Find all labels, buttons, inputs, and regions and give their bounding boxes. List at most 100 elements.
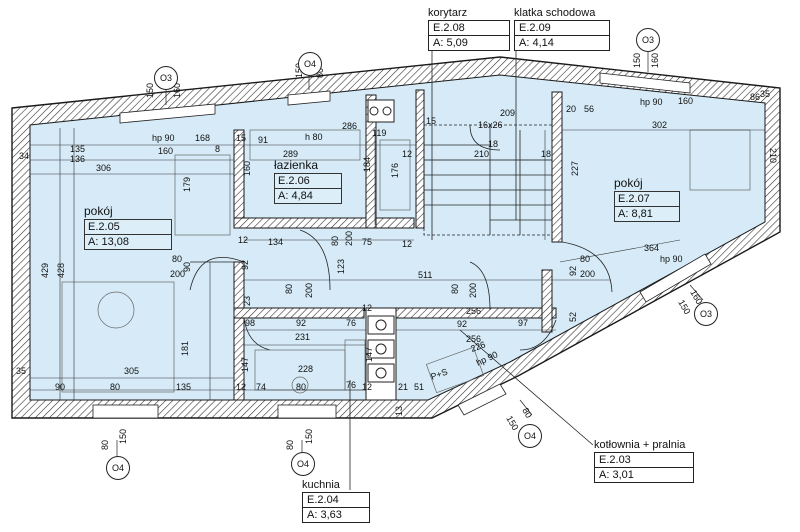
dim-label: 86 [750, 92, 760, 102]
dim-label: 150 [504, 414, 520, 432]
stairs [423, 124, 553, 236]
dim-label: 12 [362, 382, 372, 392]
dim-label: 12 [362, 303, 372, 313]
dim-label: 15 [236, 133, 246, 143]
dim-label: 23 [242, 296, 252, 306]
dim-label: 18 [541, 149, 551, 159]
dimension-lines [30, 128, 765, 400]
dim-label: 20 [566, 104, 576, 114]
dim-label: 147 [240, 357, 250, 372]
dim-label: 76 [346, 318, 356, 328]
room-name: kuchnia [302, 479, 340, 491]
dim-label: 98 [245, 318, 255, 328]
callout-kotlownia-pralnia: kotłownia + pralnia E.2.03 A: 3,01 [594, 438, 694, 483]
dim-label: 511 [418, 270, 432, 280]
callout-klatka-schodowa: klatka schodowa E.2.09 A: 4,14 [514, 6, 610, 51]
dim-label: 97 [518, 318, 528, 328]
dim-label: 286 [342, 121, 357, 131]
dim-label: 256 [466, 306, 481, 316]
dim-label: 80 [315, 68, 325, 78]
room-area: A: 13,08 [84, 235, 172, 250]
chimney-flues [367, 99, 395, 383]
window-tag-o3: O3 [636, 28, 660, 52]
dim-label: 12 [238, 235, 248, 245]
dim-label: 119 [372, 128, 386, 138]
dim-label: 90 [55, 382, 65, 392]
dim-label: 150 [145, 83, 155, 98]
dim-label: 123 [336, 259, 346, 274]
room-interior [29, 74, 766, 401]
dim-label: 134 [268, 237, 283, 247]
room-area: A: 3,63 [302, 508, 370, 523]
window-tag-o4: O4 [106, 456, 130, 480]
dim-label: 150 [304, 429, 314, 444]
dim-label: 51 [414, 382, 424, 392]
room-label-pokoj-207: pokój E.2.07 A: 8,81 [614, 176, 680, 222]
callout-korytarz: korytarz E.2.08 A: 5,09 [428, 6, 510, 51]
room-code: E.2.06 [274, 173, 342, 189]
dim-label: 256 [466, 334, 481, 344]
dim-label: 147 [364, 347, 374, 362]
dimension-labels: 150 160 150 80 150 160 hp 90 168 15 91 h… [16, 53, 778, 450]
dim-label: 21 [398, 382, 408, 392]
room-name: łazienka [274, 158, 319, 172]
room-code: E.2.07 [614, 191, 680, 207]
dim-label: 75 [362, 237, 372, 247]
room-name: kotłownia + pralnia [594, 439, 686, 451]
room-code: E.2.04 [302, 492, 370, 508]
dim-label: 56 [584, 104, 594, 114]
room-area: A: 8,81 [614, 207, 680, 222]
room-label-lazienka: łazienka E.2.06 A: 4,84 [274, 158, 342, 204]
room-area: A: 4,14 [514, 36, 610, 51]
dim-label: 92 [296, 318, 306, 328]
room-label-pokoj-205: pokój E.2.05 A: 13,08 [84, 204, 172, 250]
dim-label: 92 [457, 319, 467, 329]
room-area: A: 5,09 [428, 36, 510, 51]
room-name: korytarz [428, 7, 468, 19]
dim-label: 200 [344, 231, 354, 246]
room-code: E.2.09 [514, 20, 610, 36]
window-tag-o3: O3 [694, 302, 718, 326]
dim-label: 90 [182, 262, 192, 272]
dim-label: 226 [469, 339, 487, 354]
dim-label: 305 [124, 366, 139, 376]
dim-label: 184 [362, 157, 372, 172]
windows [92, 72, 712, 419]
dim-label: 136 [70, 154, 85, 164]
dim-label: 150 [118, 429, 128, 444]
window-tag-o4: O4 [518, 424, 542, 448]
callout-kuchnia: kuchnia E.2.04 A: 3,63 [302, 478, 370, 523]
dim-label: 80 [296, 382, 306, 392]
dim-label: 92 [568, 266, 578, 276]
dim-label: 227 [570, 161, 580, 176]
dim-label: 15 [426, 116, 436, 126]
dim-label: 35 [760, 89, 770, 99]
dim-label: 168 [195, 133, 210, 143]
window-tag-o4: O4 [298, 52, 322, 76]
dim-label: 80 [110, 382, 120, 392]
dim-label: 200 [304, 283, 314, 298]
dim-label: 306 [96, 163, 111, 173]
dim-label: 228 [298, 364, 313, 374]
room-code: E.2.05 [84, 219, 172, 235]
room-code: E.2.03 [594, 452, 694, 468]
dim-label: 150 [676, 298, 692, 316]
dim-label: 35 [16, 366, 26, 376]
dim-label: 12 [402, 149, 412, 159]
dim-label: 429 [40, 263, 50, 278]
dim-label: 160 [678, 96, 693, 106]
dim-label: 179 [182, 177, 192, 192]
dim-label: hp 90 [152, 133, 175, 143]
dim-label: 210 [474, 149, 489, 159]
dim-label: 80 [100, 440, 110, 450]
dim-label: 209 [500, 108, 515, 118]
dim-label: 135 [70, 144, 85, 154]
leader-lines [349, 50, 594, 490]
dim-label: 289 [283, 149, 298, 159]
dim-label: 160 [158, 146, 173, 156]
dim-label: 302 [652, 120, 667, 130]
dim-label: 181 [180, 341, 190, 356]
dim-label: 231 [295, 332, 310, 342]
window-tag-o3: O3 [154, 66, 178, 90]
